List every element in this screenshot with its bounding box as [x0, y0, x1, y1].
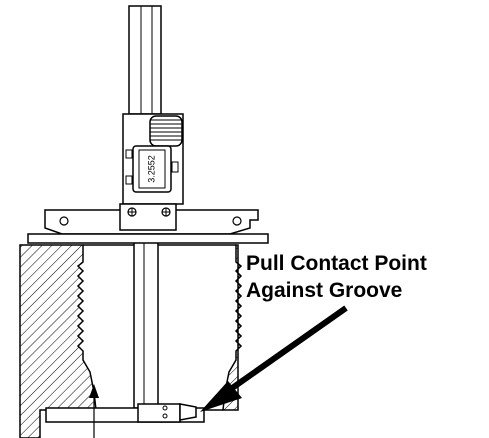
- bridge-hole-right: [232, 216, 242, 226]
- callout-line-1: Pull Contact Point: [246, 252, 427, 275]
- caliper-beam: [128, 5, 162, 409]
- head-button-right: [171, 161, 179, 173]
- caliper-head: 3.2552: [122, 113, 184, 205]
- bridge: [27, 203, 269, 244]
- base-plate: [27, 233, 269, 244]
- up-arrow: [89, 384, 99, 438]
- callout-label: Pull Contact Point Against Groove: [246, 250, 427, 304]
- bridge-hole-left: [59, 216, 69, 226]
- right-wall-section: [222, 244, 243, 411]
- head-button-upper: [125, 149, 133, 159]
- caliper-readout: 3.2552: [146, 155, 156, 183]
- beam-upper: [128, 5, 162, 115]
- head-button-lower: [125, 175, 133, 185]
- contact-point: [179, 403, 197, 421]
- display-screen: [138, 149, 166, 189]
- beam-lower: [133, 221, 159, 409]
- callout-arrow: [200, 305, 348, 412]
- clamp-screw-left: [127, 207, 137, 217]
- lower-arm: [45, 403, 205, 423]
- clamp-screw-right: [161, 207, 171, 217]
- contact-block: [137, 403, 181, 423]
- callout-line-2: Against Groove: [246, 279, 403, 302]
